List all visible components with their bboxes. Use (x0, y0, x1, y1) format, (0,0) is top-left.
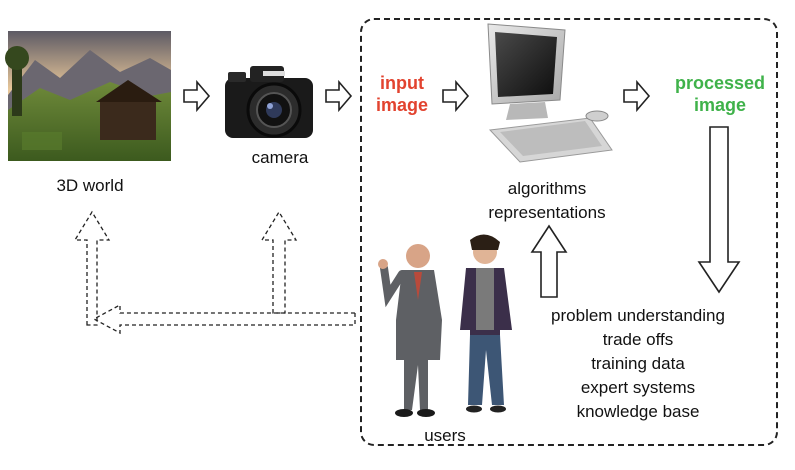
knowledge-item: training data (591, 354, 685, 373)
camera-label: camera (251, 148, 309, 167)
arrow-camera-to-input (325, 79, 353, 113)
knowledge-item: problem understanding (551, 306, 725, 325)
world-photo (5, 31, 171, 161)
arrow-users-to-algorithms (530, 224, 568, 298)
knowledge-item: trade offs (602, 330, 674, 349)
processed-image-label-line1: processed (674, 73, 766, 93)
feedback-arrow-to-world (92, 303, 356, 335)
pipeline-boundary (360, 18, 778, 446)
arrow-processed-to-knowledge (697, 126, 741, 294)
arrow-computer-to-processed (623, 79, 651, 113)
camera-photo (225, 66, 313, 138)
users-photo (378, 234, 512, 417)
processed-image-label-line2: image (693, 95, 747, 115)
users-label: users (424, 426, 466, 445)
feedback-arrow-up-world (73, 210, 111, 326)
computer-photo (487, 23, 613, 163)
knowledge-item: knowledge base (576, 402, 700, 421)
computer-label: algorithms representations (467, 177, 627, 225)
input-image-label: input image (362, 72, 442, 116)
processed-image-label: processed image (660, 72, 780, 116)
input-image-label-line2: image (375, 95, 429, 115)
arrow-input-to-computer (442, 79, 470, 113)
world-label: 3D world (56, 176, 124, 195)
computer-label-line2: representations (488, 203, 606, 222)
arrow-world-to-camera (183, 79, 211, 113)
knowledge-list: problem understanding trade offs trainin… (532, 304, 744, 424)
input-image-label-line1: input (380, 73, 424, 93)
computer-label-line1: algorithms (507, 179, 587, 198)
feedback-arrow-up-camera (260, 210, 298, 314)
knowledge-item: expert systems (580, 378, 696, 397)
